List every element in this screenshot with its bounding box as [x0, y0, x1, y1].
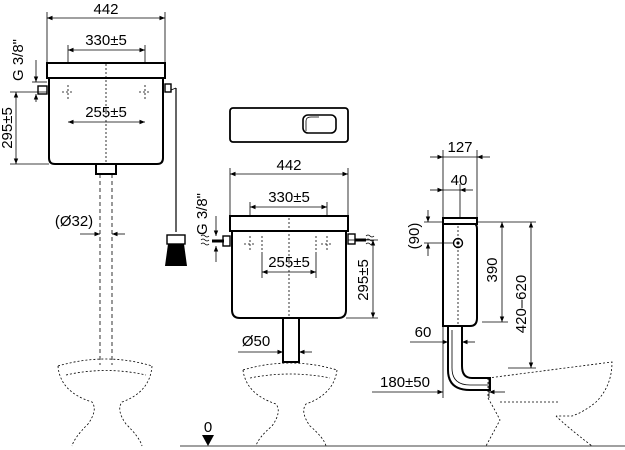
right-pipe-offset-label: 60: [415, 324, 432, 341]
left-toilet-bowl: [57, 358, 153, 447]
right-cistern-body: [442, 221, 478, 327]
middle-cistern-view: 442 330±5 255±5 G 3/8": [194, 157, 378, 447]
right-side-view: 127 40 (90) 390 420–620: [372, 139, 613, 447]
floor-marker-icon: [202, 435, 214, 446]
right-inner-depth-label: 40: [451, 172, 468, 189]
middle-width-label: 442: [276, 157, 301, 174]
left-inner-spacing-label: 255±5: [85, 104, 127, 121]
left-height-label: 295±5: [0, 107, 16, 149]
left-hole-spacing-label: 330±5: [85, 32, 127, 49]
right-depth-label: 127: [447, 139, 472, 156]
middle-outlet-pipe: [282, 317, 300, 363]
right-cistern-height-label: 390: [484, 257, 501, 282]
middle-thread-label: G 3/8": [194, 193, 211, 235]
flush-button-icon: [302, 114, 337, 134]
left-outlet: [95, 163, 117, 175]
pull-handle-icon: [165, 244, 187, 266]
right-wall-distance-label: 180±50: [380, 374, 430, 391]
left-thread-label: G 3/8": [10, 39, 27, 81]
flush-button-plate: [229, 107, 349, 143]
left-cistern-view: 442 330±5 255±5 G 3/8" 295±5: [0, 1, 187, 447]
right-cistern-lid: [442, 217, 478, 225]
left-flush-pipe-label: (Ø32): [55, 213, 93, 230]
middle-inner-spacing-label: 255±5: [268, 254, 310, 271]
right-toilet-bowl: [485, 361, 613, 447]
floor-level: 0: [180, 419, 625, 447]
middle-toilet-bowl: [242, 362, 338, 447]
left-width-label: 442: [93, 1, 118, 18]
middle-outlet-label: Ø50: [242, 333, 270, 350]
right-top-offset-label: (90): [406, 223, 423, 250]
right-mount-height-label: 420–620: [513, 275, 530, 333]
middle-height-label: 295±5: [355, 259, 372, 301]
middle-hole-spacing-label: 330±5: [268, 189, 310, 206]
floor-level-label: 0: [204, 419, 212, 436]
right-flush-bend: [447, 325, 491, 391]
